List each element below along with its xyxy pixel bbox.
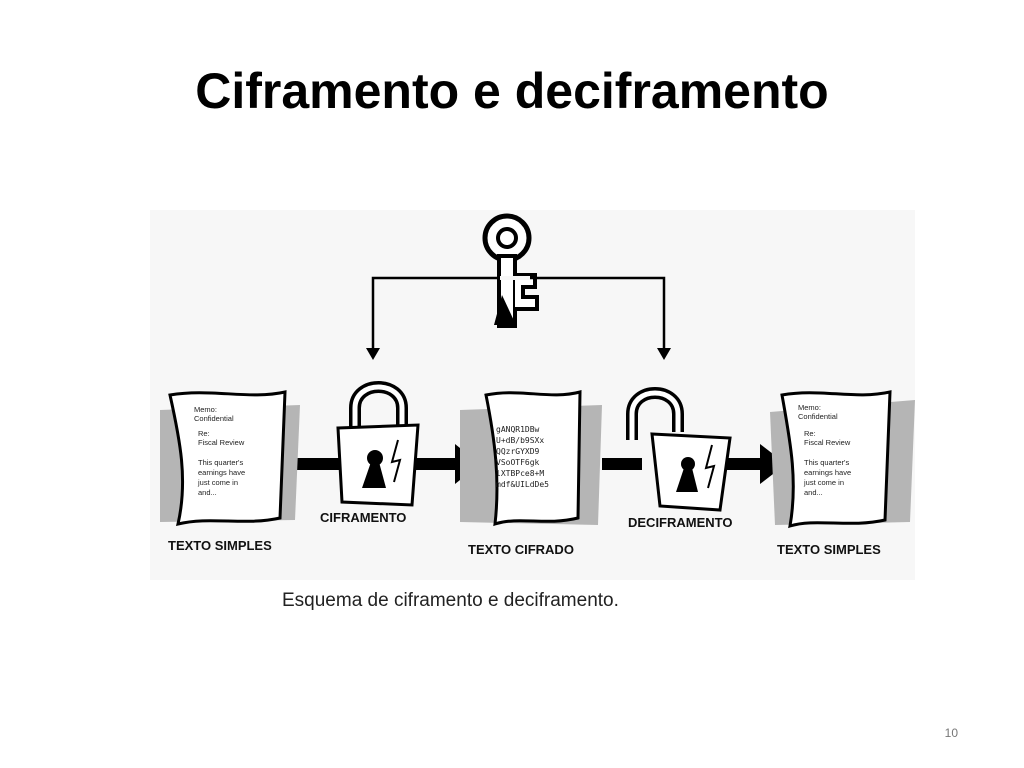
plaintext-document-right: Memo: Confidential Re: Fiscal Review Thi… [770,390,915,529]
label-encrypt: CIFRAMENTO [320,510,406,525]
ciphertext-line: mdf&UILdDe5 [496,480,549,489]
plaintext-right-line: This quarter's [804,458,849,467]
plaintext-left-line: and... [198,488,217,497]
plaintext-right-line: just come in [803,478,844,487]
slide-title: Ciframento e deciframento [195,63,829,119]
plaintext-left-line: Confidential [194,414,234,423]
ciphertext-line: QQzrGYXD9 [496,447,540,456]
arrow-plain-to-lock [290,458,352,470]
plaintext-right-line: earnings have [804,468,851,477]
arrow-cipher-to-unlock [602,458,642,470]
ciphertext-line: lXTBPce8+M [496,469,544,478]
plaintext-right-line: and... [804,488,823,497]
ciphertext-line: gANQR1DBw [496,425,540,434]
closed-lock-icon [336,381,420,507]
plaintext-right-line: Memo: [798,403,821,412]
page-number: 10 [944,726,958,740]
encryption-diagram: Memo: Confidential Re: Fiscal Review Thi… [150,210,915,580]
label-plaintext-right: TEXTO SIMPLES [777,542,881,557]
ciphertext-line: U+dB/b9SXx [496,436,544,445]
plaintext-right-line: Fiscal Review [804,438,851,447]
plaintext-left-line: earnings have [198,468,245,477]
diagram-caption: Esquema de ciframento e deciframento. [282,590,619,611]
key-bracket [366,276,671,360]
label-decrypt: DECIFRAMENTO [628,515,732,530]
plaintext-left-line: This quarter's [198,458,243,467]
plaintext-right-line: Re: [804,429,816,438]
plaintext-left-line: just come in [197,478,238,487]
plaintext-document-left: Memo: Confidential Re: Fiscal Review Thi… [160,390,300,527]
open-lock-icon [626,387,732,512]
plaintext-right-line: Confidential [798,412,838,421]
plaintext-left-line: Fiscal Review [198,438,245,447]
label-plaintext-left: TEXTO SIMPLES [168,538,272,553]
ciphertext-line: VSoOTF6gk [496,458,540,467]
plaintext-left-line: Re: [198,429,210,438]
label-ciphertext: TEXTO CIFRADO [468,542,574,557]
plaintext-left-line: Memo: [194,405,217,414]
ciphertext-document: gANQR1DBw U+dB/b9SXx QQzrGYXD9 VSoOTF6gk… [460,390,602,527]
